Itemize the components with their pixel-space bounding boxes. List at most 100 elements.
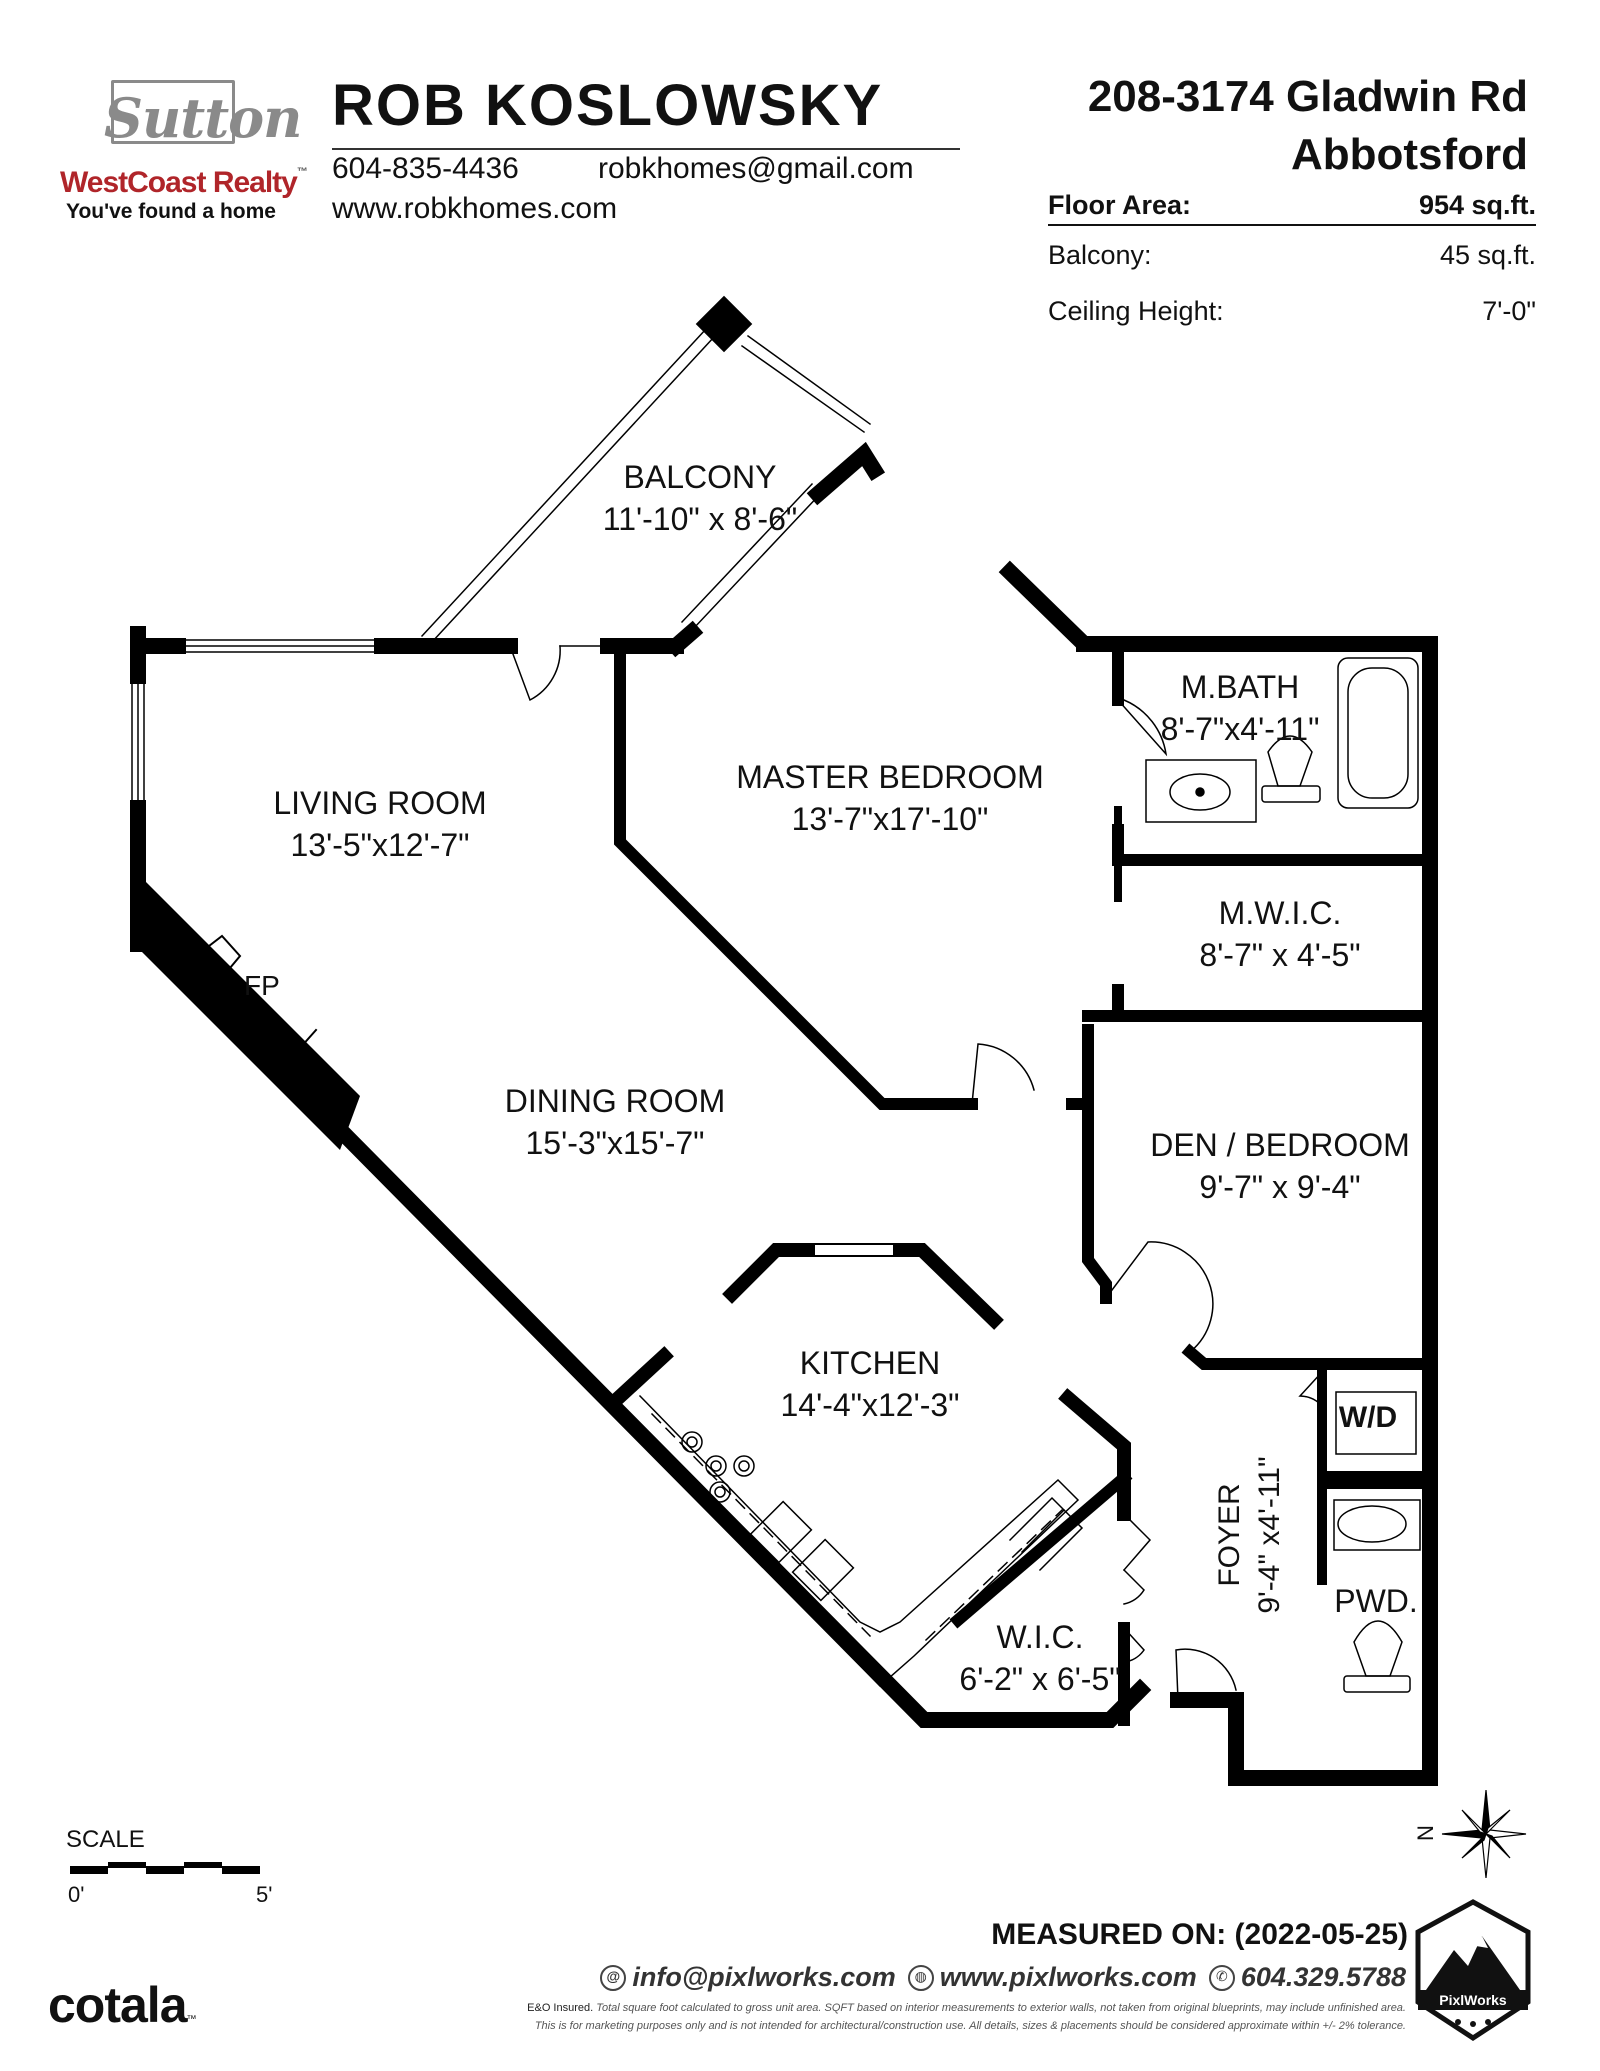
kitchen-back-wall: [604, 1346, 674, 1412]
balcony-sliding-door: [680, 482, 824, 630]
north-label: N: [1412, 1825, 1438, 1841]
room-pwd-name: PWD.: [1334, 1583, 1418, 1619]
agent-divider: [332, 148, 960, 150]
disclaimer1-text: Total square foot calculated to gross un…: [596, 2002, 1406, 2014]
master-left-wall: [614, 644, 978, 1110]
fireplace-hearth-2: [274, 1022, 318, 1050]
room-den-dims: 9'-7" x 9'-4": [1199, 1169, 1361, 1205]
room-wic: W.I.C. 6'-2" x 6'-5": [930, 1616, 1150, 1700]
den-walls: [1082, 1024, 1112, 1304]
address-line2: Abbotsford: [1290, 130, 1528, 179]
balcony-area-value: 45 sq.ft.: [1439, 240, 1536, 270]
globe-icon: ◍: [907, 1964, 934, 1991]
cotala-word: cotala: [48, 1977, 188, 2033]
room-master: MASTER BEDROOM 13'-7"x17'-10": [720, 756, 1060, 840]
wic-walls: [949, 1469, 1133, 1629]
room-master-dims: 13'-7"x17'-10": [791, 801, 989, 837]
floor-area-row: Floor Area: 954 sq.ft.: [1048, 190, 1536, 226]
measured-on: MEASURED ON: (2022-05-25): [991, 1918, 1408, 1951]
kitchen-right-wall: [1058, 1388, 1131, 1521]
logo-word: Sutton: [104, 86, 302, 150]
fridge: [1008, 1496, 1084, 1572]
wd-closet: [1317, 1367, 1435, 1481]
contact-phone[interactable]: ✆604.329.5788: [1208, 1962, 1406, 1993]
room-wic-dims: 6'-2" x 6'-5": [959, 1661, 1121, 1697]
ceiling-height-value: 7'-0": [1482, 296, 1536, 326]
room-mwic: M.W.I.C. 8'-7" x 4'-5": [1160, 892, 1400, 976]
room-kitchen-name: KITCHEN: [799, 1345, 941, 1381]
doors: [509, 645, 1324, 1701]
room-kitchen: KITCHEN 14'-4"x12'-3": [730, 1342, 1010, 1426]
room-kitchen-dims: 14'-4"x12'-3": [780, 1387, 960, 1423]
eo-insured: E&O Insured.: [527, 2002, 594, 2014]
bath-walls: [1082, 650, 1436, 1022]
contact-phone-text: 604.329.5788: [1240, 1962, 1406, 1992]
ceiling-height-label: Ceiling Height:: [1048, 296, 1224, 326]
room-mbath-dims: 8'-7"x4'-11": [1160, 711, 1320, 747]
room-foyer: FOYER 9'-4" x4'-11": [1190, 1450, 1310, 1620]
fireplace-hearth: [194, 934, 242, 970]
pixlworks-logo: PixlWorks: [1410, 1898, 1536, 2044]
agent-website[interactable]: www.robkhomes.com: [332, 192, 618, 225]
stove: [681, 1431, 755, 1503]
scale-start: 0': [68, 1882, 85, 1907]
room-den-name: DEN / BEDROOM: [1150, 1127, 1410, 1163]
fireplace-label: FP: [244, 970, 280, 1001]
scale-end: 5': [256, 1882, 273, 1907]
room-dining: DINING ROOM 15'-3"x15'-7": [450, 1080, 780, 1164]
disclaimer-line1: E&O Insured. Total square foot calculate…: [527, 2002, 1406, 2014]
agent-name: ROB KOSLOWSKY: [332, 73, 884, 138]
room-mbath: M.BATH 8'-7"x4'-11": [1140, 666, 1340, 750]
sutton-logo: Sutton WestCoast Realty™ You've found a …: [56, 74, 326, 224]
washer-dryer-label: W/D: [1338, 1401, 1398, 1434]
balcony-railing: [420, 314, 872, 644]
contact-website-text: www.pixlworks.com: [939, 1962, 1197, 1992]
brand-name: WestCoast Realty: [60, 166, 298, 199]
floor-area-label: Floor Area:: [1048, 190, 1192, 220]
north-arrow-icon: N: [1413, 1786, 1528, 1882]
contact-email-text: info@pixlworks.com: [632, 1962, 896, 1992]
floor-area-value: 954 sq.ft.: [1418, 190, 1536, 220]
room-dining-dims: 15'-3"x15'-7": [525, 1125, 705, 1161]
balcony-corner-post: [695, 295, 753, 353]
disclaimer-line2: This is for marketing purposes only and …: [534, 2020, 1406, 2032]
logo-frame: [111, 80, 235, 144]
room-living: LIVING ROOM 13'-5"x12'-7": [230, 782, 530, 866]
pixlworks-word: PixlWorks: [1439, 1992, 1507, 2008]
agent-phone[interactable]: 604-835-4436: [332, 152, 519, 185]
phone-icon: ✆: [1208, 1964, 1235, 1991]
room-balcony-dims: 11'-10" x 8'-6": [602, 501, 798, 537]
kitchen-island: [722, 1243, 815, 1304]
pixlworks-contact: @info@pixlworks.com ◍www.pixlworks.com ✆…: [600, 1962, 1406, 1993]
cotala-logo: cotala™: [48, 1976, 197, 2034]
cotala-tm: ™: [186, 2014, 197, 2025]
scale-label: SCALE: [66, 1826, 145, 1853]
contact-website[interactable]: ◍www.pixlworks.com: [907, 1962, 1197, 1993]
room-wic-name: W.I.C.: [996, 1619, 1084, 1655]
room-pwd: PWD.: [1322, 1580, 1430, 1622]
den-bottom-wall: [1181, 1343, 1436, 1370]
room-den: DEN / BEDROOM 9'-7" x 9'-4": [1130, 1124, 1430, 1208]
windows: [131, 637, 1437, 1287]
contact-email[interactable]: @info@pixlworks.com: [600, 1962, 896, 1993]
email-icon: @: [600, 1964, 627, 1991]
brokerage-tagline: You've found a home: [66, 200, 276, 223]
room-foyer-text: FOYER 9'-4" x4'-11": [1210, 1456, 1290, 1613]
room-master-name: MASTER BEDROOM: [736, 759, 1044, 795]
room-mbath-name: M.BATH: [1180, 669, 1300, 705]
brand-tm: ™: [296, 166, 308, 178]
room-foyer-dims: 9'-4" x4'-11": [1253, 1456, 1286, 1614]
scale-bar: [70, 1862, 260, 1874]
address-line1: 208-3174 Gladwin Rd: [1087, 72, 1528, 121]
bath-fixtures: [1145, 657, 1421, 1693]
fireplace-block: [130, 882, 360, 1150]
agent-email[interactable]: robkhomes@gmail.com: [598, 152, 914, 185]
brokerage-brand: WestCoast Realty™: [60, 166, 308, 200]
room-mwic-dims: 8'-7" x 4'-5": [1199, 937, 1361, 973]
room-balcony-name: BALCONY: [623, 459, 777, 495]
room-living-dims: 13'-5"x12'-7": [290, 827, 470, 863]
room-balcony: BALCONY 11'-10" x 8'-6": [560, 456, 840, 540]
room-living-name: LIVING ROOM: [273, 785, 487, 821]
room-mwic-name: M.W.I.C.: [1218, 895, 1342, 931]
